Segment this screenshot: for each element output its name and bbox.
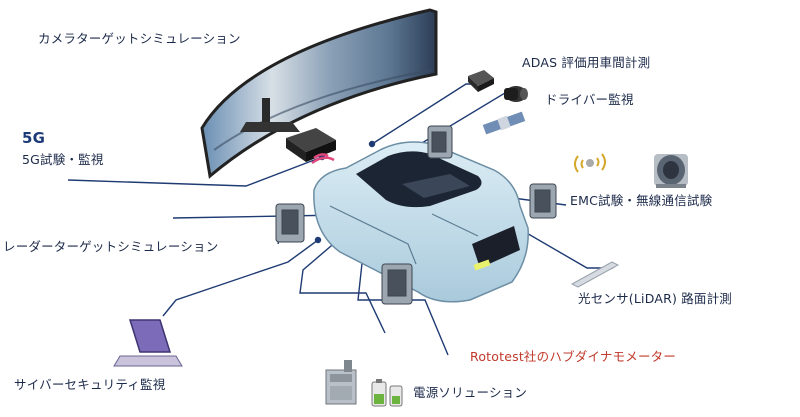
lidar-bar-icon [570,261,620,288]
label-camera-target-simulation: カメラターゲットシミュレーション [38,31,241,46]
emc-drum-icon [654,154,688,188]
satellite-icon [482,111,526,135]
label-radar-target-simulation: レーダーターゲットシミュレーション [3,239,219,254]
label-power-solution: 電源ソリューション [413,385,528,400]
battery-icon [371,379,403,407]
label-driver-monitoring: ドライバー監視 [545,92,634,107]
driver-camera-icon [504,86,528,102]
label-emc: EMC試験・無線通信試験 [570,193,713,208]
wireless-icon [574,153,606,173]
label-5g: 5G試験・監視 [22,152,104,167]
radar-box-icon [286,128,336,165]
adas-sensor-icon [468,70,494,92]
fiveg-logo: 5G [22,129,46,147]
label-adas: ADAS 評価用車間計測 [522,55,651,70]
curved-monitor-icon [200,8,438,179]
car-icon [313,141,529,303]
power-cabinet-icon [325,360,357,405]
laptop-icon [113,319,183,367]
label-rototest: Rototest社のハブダイナモメーター [470,349,677,364]
label-cyber-security: サイバーセキュリティ監視 [14,377,166,392]
label-lidar: 光センサ(LiDAR) 路面計測 [578,291,733,306]
hub-dyno-icon [275,125,557,305]
